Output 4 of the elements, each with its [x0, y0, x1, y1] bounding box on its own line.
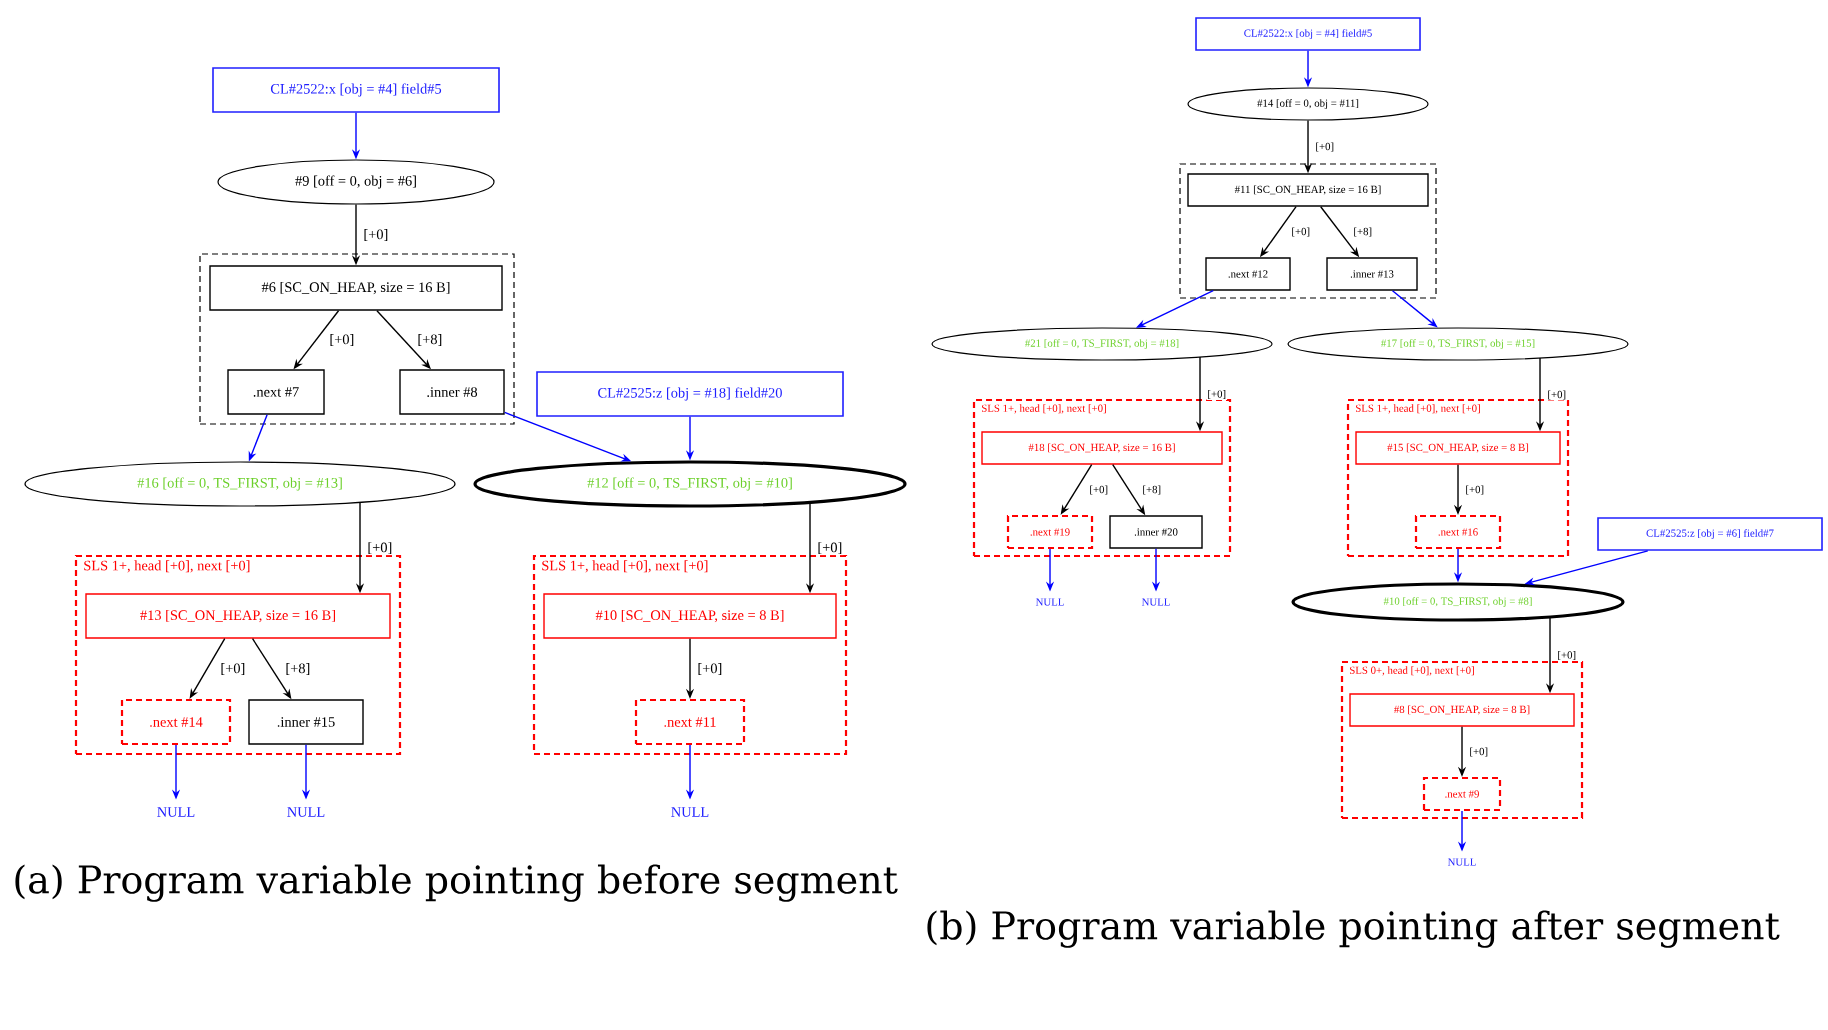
cluster-box [1179, 163, 1437, 299]
caption: (a) Program variable pointing before segment [15, 864, 898, 902]
cluster-box [199, 253, 515, 425]
caption: (b) Program variable pointing after segment [927, 910, 1780, 948]
